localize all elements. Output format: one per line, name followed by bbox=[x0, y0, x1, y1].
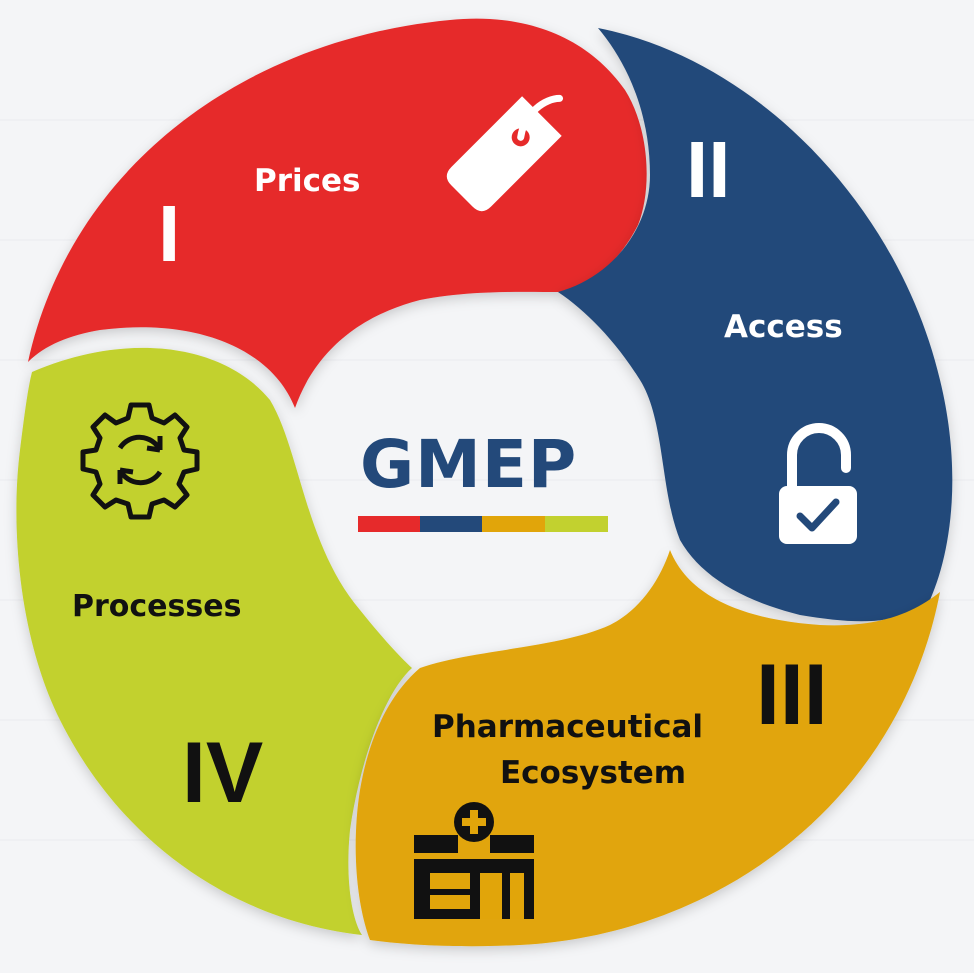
segment-access bbox=[558, 28, 953, 622]
label-processes: Processes bbox=[72, 589, 242, 624]
padlock-check-icon bbox=[779, 423, 857, 544]
numeral-processes: IV bbox=[182, 725, 264, 821]
label-access: Access bbox=[724, 309, 843, 345]
numeral-access: II bbox=[686, 125, 731, 214]
segment-processes bbox=[16, 347, 413, 935]
numeral-pharma: III bbox=[756, 647, 828, 743]
pharmacy-building-icon bbox=[414, 802, 534, 919]
center-color-bar bbox=[358, 516, 608, 532]
center-title: GMEP bbox=[360, 426, 578, 503]
bar-gold bbox=[482, 516, 545, 532]
bar-green bbox=[545, 516, 608, 532]
label-pharma-line1: Pharmaceutical bbox=[432, 709, 704, 745]
price-tag-icon bbox=[446, 94, 564, 212]
label-pharma-line2: Ecosystem bbox=[500, 755, 687, 791]
label-prices: Prices bbox=[254, 163, 361, 199]
segment-prices bbox=[28, 18, 647, 408]
numeral-prices: I bbox=[158, 189, 181, 278]
bar-blue bbox=[420, 516, 482, 532]
gear-cycle-icon bbox=[80, 402, 200, 520]
bar-red bbox=[358, 516, 420, 532]
